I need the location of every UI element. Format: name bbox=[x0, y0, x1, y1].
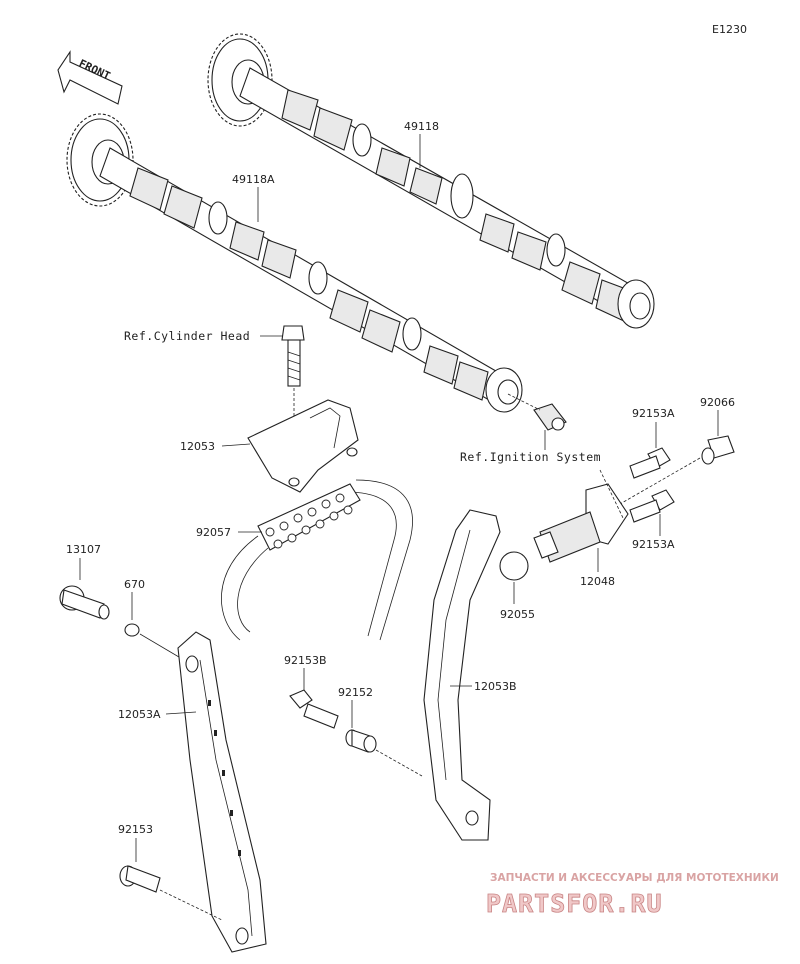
bolt-13107 bbox=[59, 585, 110, 620]
diagram-code: E1230 bbox=[712, 23, 747, 36]
label-92066: 92066 bbox=[700, 396, 735, 409]
collar-92152 bbox=[345, 729, 377, 753]
cam-chain-tensioner bbox=[533, 483, 629, 563]
label-670: 670 bbox=[124, 578, 145, 591]
chain-guide-top bbox=[247, 399, 359, 493]
cam-chain bbox=[221, 479, 413, 641]
guide-bolt-top bbox=[281, 325, 305, 387]
camshaft-exhaust bbox=[207, 33, 655, 329]
label-92055: 92055 bbox=[500, 608, 535, 621]
label-49118A: 49118A bbox=[232, 173, 275, 186]
label-92153: 92153 bbox=[118, 823, 153, 836]
chain-guide-right bbox=[423, 509, 501, 841]
timing-rotor bbox=[533, 403, 567, 431]
ref-ignition-system: Ref.Ignition System bbox=[460, 450, 601, 464]
bolt-92153A-top bbox=[629, 447, 671, 479]
label-92152: 92152 bbox=[338, 686, 373, 699]
oring-670 bbox=[124, 623, 140, 637]
label-12048: 12048 bbox=[580, 575, 615, 588]
watermark: ЗАПЧАСТИ И АКСЕССУАРЫ ДЛЯ МОТОТЕХНИКИ PA… bbox=[486, 872, 779, 918]
camshaft-intake bbox=[66, 113, 523, 413]
bolt-92153 bbox=[119, 865, 161, 893]
label-92153B: 92153B bbox=[284, 654, 327, 667]
bolt-92153A-bottom bbox=[629, 489, 675, 523]
watermark-tagline: ЗАПЧАСТИ И АКСЕССУАРЫ ДЛЯ МОТОТЕХНИКИ bbox=[490, 872, 779, 884]
plug-92066 bbox=[701, 435, 735, 465]
label-49118: 49118 bbox=[404, 120, 439, 133]
label-92153A-bottom: 92153A bbox=[632, 538, 675, 551]
label-92153A-top: 92153A bbox=[632, 407, 675, 420]
watermark-brand: PARTSFOR.RU bbox=[486, 889, 663, 918]
label-92057: 92057 bbox=[196, 526, 231, 539]
label-12053A: 12053A bbox=[118, 708, 161, 721]
ref-cylinder-head: Ref.Cylinder Head bbox=[124, 329, 250, 343]
label-12053: 12053 bbox=[180, 440, 215, 453]
front-arrow-icon: FRONT bbox=[57, 50, 123, 105]
label-13107: 13107 bbox=[66, 543, 101, 556]
bolt-92153B bbox=[289, 689, 339, 729]
label-12053B: 12053B bbox=[474, 680, 517, 693]
oring-92055 bbox=[499, 551, 529, 581]
chain-guide-left bbox=[177, 631, 267, 953]
